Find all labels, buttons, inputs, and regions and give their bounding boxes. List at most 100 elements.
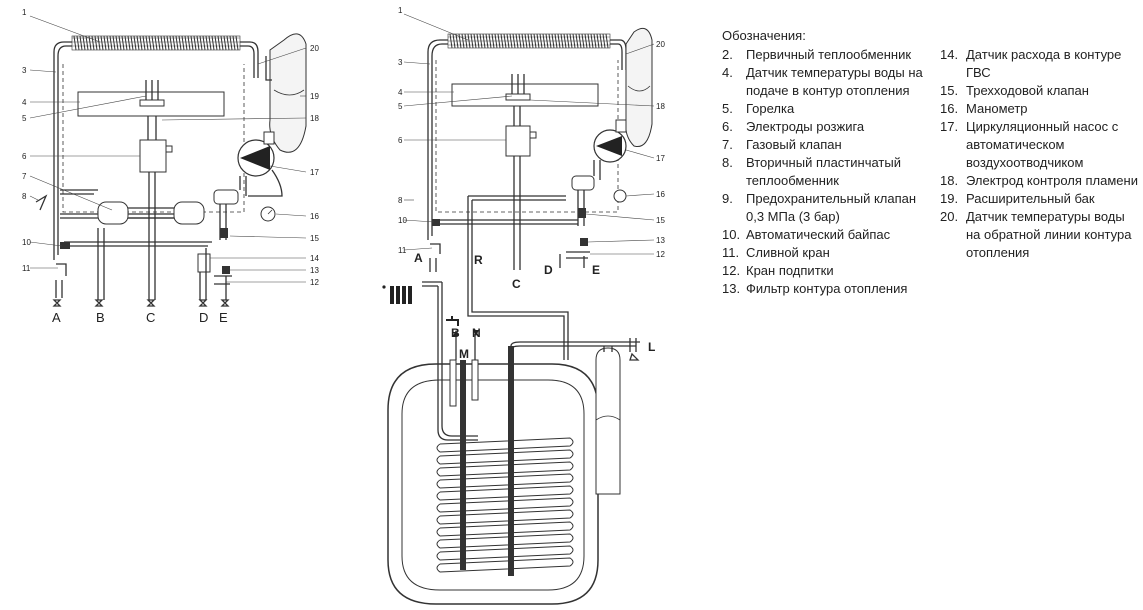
legend-item-number: 7.: [722, 137, 733, 152]
left-connection-d: D: [199, 310, 208, 325]
legend-item-text: Сливной кран: [746, 245, 830, 260]
legend-item: 5. Горелка: [722, 100, 927, 118]
legend-item-text: Расширительный бак: [966, 191, 1095, 206]
right-callout-8: 8: [398, 196, 403, 205]
left-callout-12: 12: [310, 278, 319, 287]
left-callout-20: 20: [310, 44, 319, 53]
left-callout-19: 19: [310, 92, 319, 101]
left-connection-c: C: [146, 310, 155, 325]
legend-item: 14. Датчик расхода в контуре ГВС: [940, 46, 1140, 82]
left-callout-14: 14: [310, 254, 319, 263]
right-leader-lines: [403, 13, 655, 255]
legend-item-number: 8.: [722, 155, 733, 170]
legend-item-text: Горелка: [746, 101, 795, 116]
right-connection-c: C: [512, 277, 521, 291]
legend-item-number: 6.: [722, 119, 733, 134]
left-callout-3: 3: [22, 66, 27, 75]
legend-item-number: 10.: [722, 227, 741, 242]
right-callout-4: 4: [398, 88, 403, 97]
legend-item-number: 13.: [722, 281, 741, 296]
legend-item: 12. Кран подпитки: [722, 262, 927, 280]
legend-item: 19.Расширительный бак: [940, 190, 1140, 208]
radiator-icon: [382, 285, 412, 304]
legend-item: 2.Первичный теплообменник: [722, 46, 927, 64]
legend-item: 15. Трехходовой клапан: [940, 82, 1140, 100]
right-connection-a: A: [414, 251, 423, 265]
legend-item: 13. Фильтр контура отопления: [722, 280, 927, 298]
left-leader-lines: [29, 15, 307, 283]
left-boiler-diagram: 1 3 4 5 6 7 8 10 11 20 19 18 17 16 15 14…: [22, 8, 319, 325]
left-outlet-valves: [52, 299, 230, 307]
left-callout-1: 1: [22, 8, 27, 17]
right-callout-5: 5: [398, 102, 403, 111]
right-callout-3: 3: [398, 58, 403, 67]
legend-item: 16. Манометр: [940, 100, 1140, 118]
right-boiler-diagram: 1 3 4 5 6 8 10 11 20 18 17 16 15 13 12 A…: [382, 6, 665, 605]
left-callout-11: 11: [22, 264, 31, 273]
legend-item: 18.Электрод контроля пламени: [940, 172, 1140, 190]
legend-item: 20. Датчик температуры воды на обратной л…: [940, 208, 1140, 262]
legend-item-number: 9.: [722, 191, 733, 206]
right-callout-15: 15: [656, 216, 665, 225]
left-callout-8: 8: [22, 192, 27, 201]
legend-item-number: 11.: [722, 245, 740, 260]
legend-column-right: 14. Датчик расхода в контуре ГВС 15. Трехх…: [940, 46, 1140, 262]
legend-item-number: 15.: [940, 83, 959, 98]
legend-item-text: Трехходовой клапан: [966, 83, 1089, 98]
right-connection-e: E: [592, 263, 600, 277]
legend-item-text: Кран подпитки: [746, 263, 834, 278]
legend-item-number: 14.: [940, 47, 959, 62]
legend-item: 9. Предохранительный клапан 0,3 МПа (3 ба…: [722, 190, 927, 226]
legend-item-number: 20.: [940, 209, 959, 224]
left-callout-13: 13: [310, 266, 319, 275]
left-callout-5: 5: [22, 114, 27, 123]
legend-column-left: 2.Первичный теплообменник 4.Датчик темпе…: [722, 46, 927, 298]
legend-item: 17. Циркуляционный насос с автоматическом…: [940, 118, 1140, 172]
legend-item-number: 12.: [722, 263, 741, 278]
legend-item-text: Электроды розжига: [746, 119, 865, 134]
right-callout-10: 10: [398, 216, 407, 225]
right-connection-n: N: [472, 326, 481, 340]
legend-item-text: Вторичный пластинчатый теплообменник: [746, 155, 901, 188]
right-connection-r: R: [474, 253, 483, 267]
legend-item-number: 18.: [940, 173, 959, 188]
left-primary-heat-exchanger-fins: [71, 35, 241, 51]
legend-item-text: Фильтр контура отопления: [746, 281, 908, 296]
legend-item: 6. Электроды розжига: [722, 118, 927, 136]
legend-item-text: Автоматический байпас: [746, 227, 891, 242]
right-connection-m: M: [459, 347, 469, 361]
left-connection-a: A: [52, 310, 61, 325]
left-callout-17: 17: [310, 168, 319, 177]
legend-item-number: 5.: [722, 101, 733, 116]
legend-item: 7. Газовый клапан: [722, 136, 927, 154]
right-callout-6: 6: [398, 136, 403, 145]
right-callout-18: 18: [656, 102, 665, 111]
left-connection-e: E: [219, 310, 228, 325]
left-callout-10: 10: [22, 238, 31, 247]
legend-item-number: 17.: [940, 119, 959, 134]
legend-item-number: 4.: [722, 65, 733, 80]
faucet-icon: [446, 316, 459, 326]
legend-item-text: Манометр: [966, 101, 1028, 116]
left-callout-7: 7: [22, 172, 27, 181]
hot-water-storage-tank: [387, 341, 640, 605]
legend-item: 8. Вторичный пластинчатый теплообменник: [722, 154, 927, 190]
right-callout-1: 1: [398, 6, 403, 15]
left-callout-18: 18: [310, 114, 319, 123]
right-connection-b: B: [451, 326, 460, 340]
legend: Обозначения: 2.Первичный теплообменник 4…: [722, 28, 1142, 358]
legend-item-number: 16.: [940, 101, 959, 116]
left-connection-b: B: [96, 310, 105, 325]
left-callout-15: 15: [310, 234, 319, 243]
legend-item-text: Газовый клапан: [746, 137, 842, 152]
right-callout-16: 16: [656, 190, 665, 199]
right-callout-12: 12: [656, 250, 665, 259]
legend-item-text: Датчик температуры воды на обратной лини…: [966, 209, 1132, 260]
legend-item-text: Предохранительный клапан 0,3 МПа (3 бар): [746, 191, 917, 224]
legend-item-text: Циркуляционный насос с автоматическом во…: [966, 119, 1119, 170]
legend-item: 10. Автоматический байпас: [722, 226, 927, 244]
legend-title: Обозначения:: [722, 28, 806, 43]
right-connection-l: L: [648, 340, 655, 354]
legend-item-text: Датчик расхода в контуре ГВС: [966, 47, 1122, 80]
